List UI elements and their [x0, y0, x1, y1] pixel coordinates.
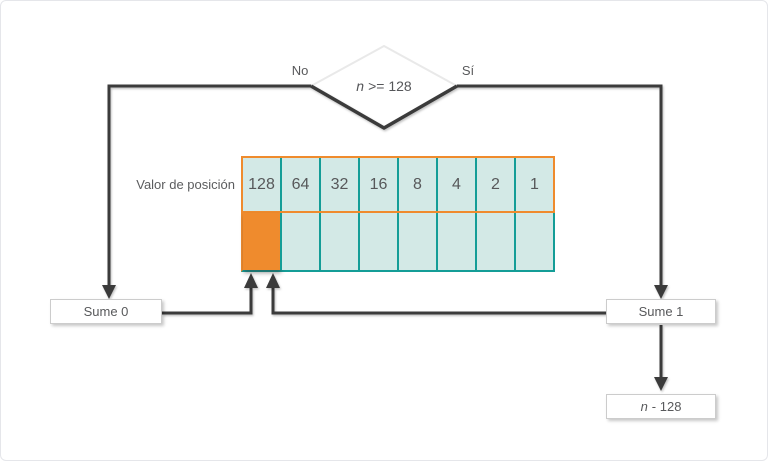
bit-cell-16 [358, 213, 397, 270]
connector-sume0-to-bit [162, 288, 253, 315]
place-value-cell-128: 128 [243, 158, 280, 211]
connector-sume1-to-bit [271, 288, 606, 315]
bit-cell-2 [475, 213, 514, 270]
add-one-box: Sume 1 [606, 299, 716, 324]
bit-cell-32 [319, 213, 358, 270]
add-zero-label: Sume 0 [83, 304, 129, 319]
arrowhead-down-sume1 [654, 285, 668, 299]
bit-row [241, 213, 555, 272]
place-value-cell-8: 8 [397, 158, 436, 211]
decision-operator: >= 128 [368, 78, 412, 94]
place-value-cell-32: 32 [319, 158, 358, 211]
place-value-table: 128 64 32 16 8 4 2 1 [241, 156, 555, 272]
place-value-row: 128 64 32 16 8 4 2 1 [241, 156, 555, 213]
decision-diamond-bottom-edges [310, 84, 458, 130]
bit-cell-128-highlighted [243, 213, 280, 270]
subtract-result-box: n- 128 [606, 394, 716, 419]
place-value-cell-2: 2 [475, 158, 514, 211]
bit-cell-8 [397, 213, 436, 270]
add-one-label: Sume 1 [638, 304, 684, 319]
branch-label-no: No [291, 63, 309, 78]
result-variable: n [640, 399, 648, 414]
place-value-cell-16: 16 [358, 158, 397, 211]
bit-cell-1 [514, 213, 553, 270]
bit-cell-64 [280, 213, 319, 270]
add-zero-box: Sume 0 [50, 299, 162, 324]
arrowhead-down-sume0 [102, 285, 116, 299]
connector-no-branch [107, 84, 311, 285]
decision-variable: n [356, 78, 365, 94]
decision-diamond-top-edges [310, 45, 458, 87]
arrowhead-up-bit-left [244, 273, 258, 288]
place-value-cell-1: 1 [514, 158, 553, 211]
result-rest: - 128 [651, 399, 682, 414]
bit-cell-4 [436, 213, 475, 270]
branch-label-yes: Sí [461, 63, 475, 78]
place-value-cell-4: 4 [436, 158, 475, 211]
arrowhead-down-result [654, 377, 668, 391]
decision-condition: n>= 128 [317, 78, 451, 94]
place-value-cell-64: 64 [280, 158, 319, 211]
arrowhead-up-bit-right [266, 273, 280, 288]
connector-yes-branch [457, 84, 663, 285]
place-value-row-label: Valor de posición [136, 177, 235, 192]
